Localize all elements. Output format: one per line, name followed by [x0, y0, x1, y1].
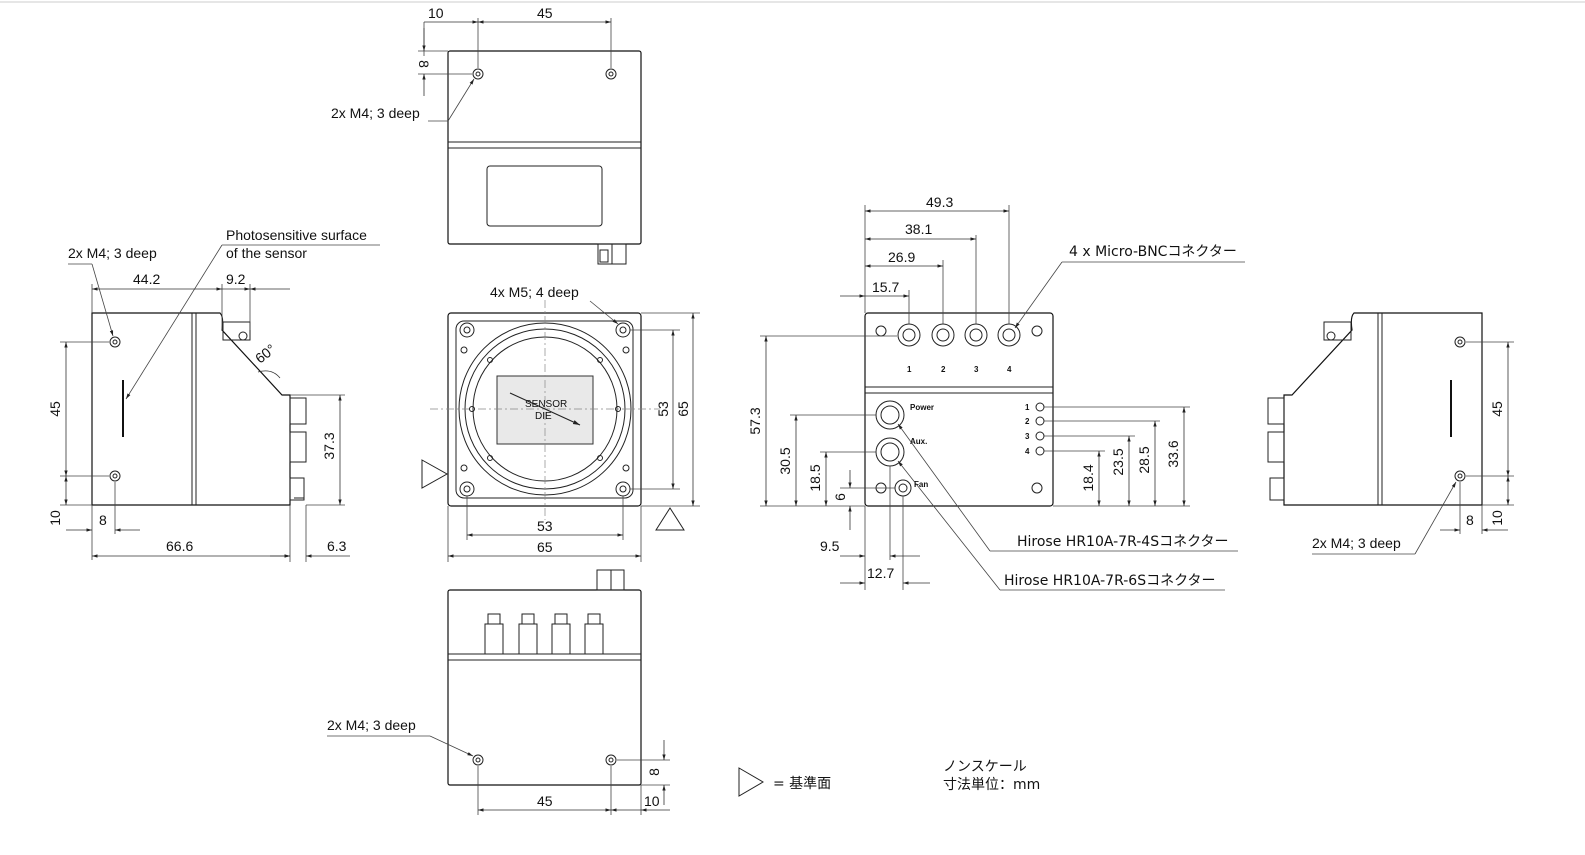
- rear-dim-12-7: 12.7: [867, 565, 894, 581]
- bottom-dim-10: 10: [644, 793, 660, 809]
- left-dim-10: 10: [47, 510, 63, 526]
- left-surface-label-1: Photosensitive surface: [226, 227, 367, 243]
- left-dim-60deg: 60°: [252, 341, 279, 367]
- top-holes-label: 2x M4; 3 deep: [331, 105, 420, 121]
- bottom-bnc-connectors: [484, 613, 604, 655]
- rear-dim-6: 6: [832, 493, 848, 501]
- left-dim-66-6: 66.6: [166, 538, 193, 554]
- front-dim-65-h: 65: [537, 539, 553, 555]
- front-dim-53-v: 53: [655, 401, 671, 417]
- top-view: 10 45 8 2x M4; 3 deep: [331, 5, 642, 265]
- left-holes-label: 2x M4; 3 deep: [68, 245, 157, 261]
- rear-dim-49-3: 49.3: [926, 194, 953, 210]
- left-surface-label-2: of the sensor: [226, 245, 307, 261]
- front-dim-53-h: 53: [537, 518, 553, 534]
- left-dim-8: 8: [99, 512, 107, 528]
- unit-label: 寸法単位：mm: [943, 777, 1040, 793]
- front-view: SENSOR DIE 4x M5; 4 deep 53 65: [421, 284, 700, 562]
- rear-dim-15-7: 15.7: [872, 279, 899, 295]
- bnc-number-2: 2: [941, 365, 946, 374]
- bottom-holes-label: 2x M4; 3 deep: [327, 717, 416, 733]
- rear-dim-28-5: 28.5: [1136, 446, 1152, 473]
- rear-dim-26-9: 26.9: [888, 249, 915, 265]
- right-holes-label: 2x M4; 3 deep: [1312, 535, 1401, 551]
- rear-dim-9-5: 9.5: [820, 538, 840, 554]
- hirose-6s-label: Hirose HR10A-7R-6Sコネクター: [1004, 573, 1216, 589]
- right-dim-45: 45: [1489, 401, 1505, 417]
- rear-dim-33-6: 33.6: [1165, 440, 1181, 467]
- nonscale-label: ノンスケール: [943, 759, 1027, 775]
- led-label-2: 2: [1025, 417, 1030, 426]
- led-label-4: 4: [1025, 447, 1030, 456]
- rear-dim-30-5: 30.5: [777, 447, 793, 474]
- front-holes-label: 4x M5; 4 deep: [490, 284, 579, 300]
- rear-view: 1 2 3 4 Power Aux. Fan 1 2 3 4 49.3: [747, 194, 1245, 591]
- legend: = 基準面 ノンスケール 寸法単位：mm: [738, 759, 1040, 797]
- right-dim-10: 10: [1489, 510, 1505, 526]
- rear-dim-38-1: 38.1: [905, 221, 932, 237]
- left-dim-37-3: 37.3: [321, 432, 337, 459]
- fan-label: Fan: [914, 480, 928, 489]
- bnc-number-3: 3: [974, 365, 979, 374]
- datum-label: = 基準面: [773, 775, 831, 792]
- aux-label: Aux.: [910, 437, 927, 446]
- left-dim-44-2: 44.2: [133, 271, 160, 287]
- left-dim-9-2: 9.2: [226, 271, 246, 287]
- led-label-1: 1: [1025, 403, 1030, 412]
- bnc-label: 4 x Micro-BNCコネクター: [1069, 244, 1237, 260]
- right-dim-8: 8: [1466, 512, 1474, 528]
- rear-dim-23-5: 23.5: [1110, 448, 1126, 475]
- left-side-view: Photosensitive surface of the sensor 2x …: [47, 227, 380, 562]
- left-dim-6-3: 6.3: [327, 538, 347, 554]
- hirose-4s-label: Hirose HR10A-7R-4Sコネクター: [1017, 534, 1229, 550]
- datum-triangle: [738, 767, 764, 797]
- top-dim-45: 45: [537, 5, 553, 21]
- sensor-label-1: SENSOR: [525, 399, 567, 410]
- top-dim-10: 10: [428, 5, 444, 21]
- rear-dim-18-4: 18.4: [1080, 464, 1096, 491]
- bottom-view: 2x M4; 3 deep 8 45 10: [327, 569, 670, 815]
- right-side-view: 45 10 8 2x M4; 3 deep: [1267, 312, 1514, 555]
- power-label: Power: [910, 403, 934, 412]
- led-label-3: 3: [1025, 432, 1030, 441]
- bottom-dim-45: 45: [537, 793, 553, 809]
- bottom-dim-8: 8: [646, 768, 662, 776]
- bnc-number-4: 4: [1007, 365, 1012, 374]
- sensor-label-2: DIE: [535, 411, 552, 422]
- left-dim-45: 45: [47, 401, 63, 417]
- rear-dim-18-5: 18.5: [807, 464, 823, 491]
- bnc-number-1: 1: [907, 365, 912, 374]
- rear-dim-57-3: 57.3: [747, 407, 763, 434]
- top-dim-8: 8: [416, 60, 432, 68]
- front-dim-65-v: 65: [675, 401, 691, 417]
